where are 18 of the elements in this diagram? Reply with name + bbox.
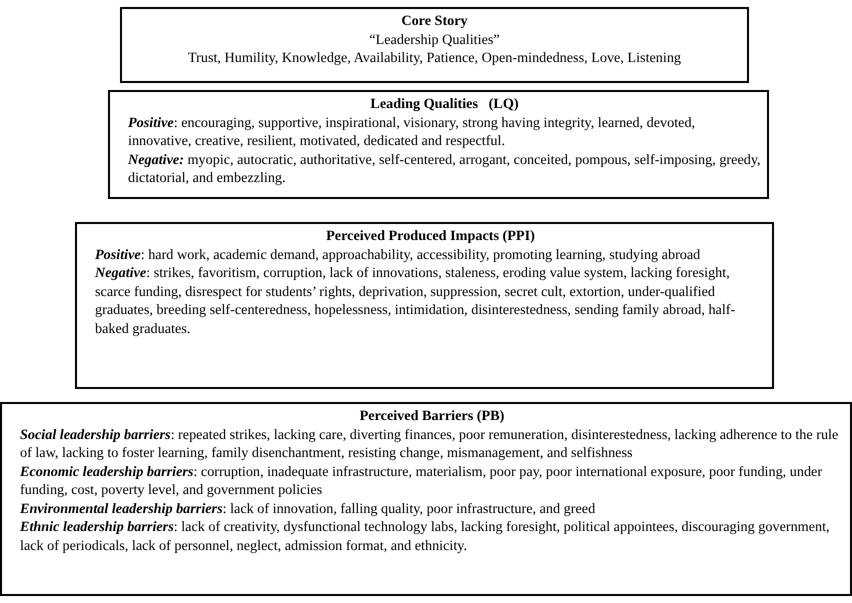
box-text: Ethnic leadership barriers: lack of creativity, dysfunctional technology labs, lacking foresight, political appointees, discouraging government, lack of periodicals, lack of personnel, neglect, admission format, and ethnicity. — [20, 518, 831, 555]
box-text: Environmental leadership barriers: lack of innovation, falling quality, poor infrastructure, and greed — [20, 500, 596, 518]
box-heading: Perceived Barriers (PB) — [358, 407, 506, 426]
box-text: Negative: strikes, favoritism, corruption, lack of innovations, staleness, eroding value system, lacking foresight, scarce funding, disrespect for students’ rights, deprivation, suppression, secret cult, extortion, under-qualified graduates, breeding self-centeredness, hopelessness, intimidation, disinterestedness, sending family abroad, half-baked graduates. — [95, 264, 736, 338]
text-box — [120, 7, 749, 83]
text-box — [0, 402, 852, 596]
box-text: “Leadership Qualities” — [368, 30, 501, 49]
box-heading: Core Story — [400, 12, 469, 30]
box-heading: Leading Qualities (LQ) — [369, 95, 520, 114]
box-text: Economic leadership barriers: corruption, inadequate infrastructure, materialism, poor pay, poor international exposure, poor funding, under funding, cost, poverty level, and government policies — [20, 462, 824, 500]
box-text: Positive: encouraging, supportive, inspirational, visionary, strong having integrity, learned, devoted, innovative, creative, resilient, motivated, dedicated and respectful. — [128, 114, 696, 150]
box-text: Negative: myopic, autocratic, authoritative, self-centered, arrogant, conceited, pompous, self-imposing, greedy, dictatorial, and embezzling. — [128, 150, 761, 188]
box-text: Positive: hard work, academic demand, approachability, accessibility, promoting learning, studying abroad — [95, 246, 702, 264]
text-box — [75, 222, 774, 389]
box-text: Social leadership barriers: repeated strikes, lacking care, diverting finances, poor remuneration, disinterestedness, lacking adherence to the rule of law, lacking to foster learning, family disenchantment, resisting change, mismanagement, and selfishness — [20, 426, 840, 462]
text-box — [108, 90, 769, 199]
box-heading: Perceived Produced Impacts (PPI) — [325, 227, 536, 246]
box-text: Trust, Humility, Knowledge, Availability, Patience, Open-mindedness, Love, Listening — [186, 49, 682, 68]
